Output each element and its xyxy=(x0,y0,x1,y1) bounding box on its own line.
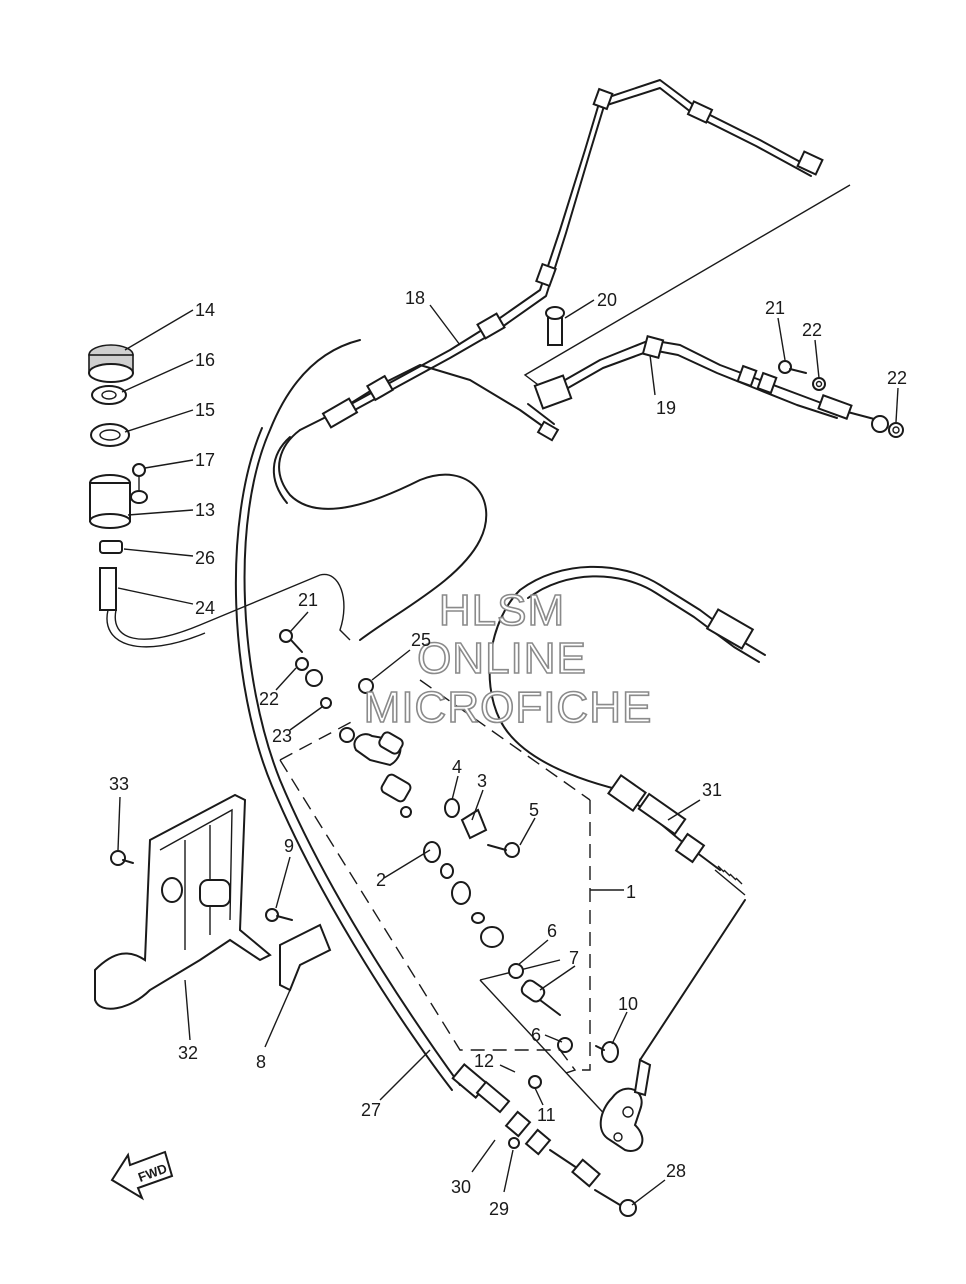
brake-hose-lower xyxy=(533,306,904,438)
callout-22a: 22 xyxy=(802,320,822,340)
brake-hose-upper xyxy=(272,79,824,641)
callout-25: 25 xyxy=(411,630,431,650)
watermark: HLSM ONLINE MICROFICHE xyxy=(363,585,653,733)
callout-3: 3 xyxy=(477,771,487,791)
watermark-line-3: MICROFICHE xyxy=(364,683,653,732)
callout-17: 17 xyxy=(195,450,215,470)
heel-guard xyxy=(94,793,332,1010)
reservoir-assembly xyxy=(88,344,351,648)
callout-26: 26 xyxy=(195,548,215,568)
cable-27-end xyxy=(451,1063,637,1217)
forward-arrow-icon: FWD xyxy=(110,1150,174,1201)
callout-8: 8 xyxy=(256,1052,266,1072)
callout-30: 30 xyxy=(451,1177,471,1197)
callout-18: 18 xyxy=(405,288,425,308)
callout-14: 14 xyxy=(195,300,215,320)
watermark-line-1: HLSM xyxy=(439,586,565,635)
callout-6a: 6 xyxy=(547,921,557,941)
callout-12: 12 xyxy=(474,1051,494,1071)
callout-31: 31 xyxy=(702,780,722,800)
callout-13: 13 xyxy=(195,500,215,520)
callout-11: 11 xyxy=(537,1105,556,1125)
callout-19: 19 xyxy=(656,398,676,418)
callout-28: 28 xyxy=(666,1161,686,1181)
master-cylinder xyxy=(279,629,619,1089)
callout-20: 20 xyxy=(597,290,617,310)
callout-5: 5 xyxy=(529,800,539,820)
callout-22c: 22 xyxy=(259,689,279,709)
callout-21b: 21 xyxy=(298,590,318,610)
callout-15: 15 xyxy=(195,400,215,420)
callout-labels: 1 2 3 4 5 6 6 7 8 9 10 11 12 13 14 15 16… xyxy=(109,288,907,1219)
callout-29: 29 xyxy=(489,1199,509,1219)
callout-27: 27 xyxy=(361,1100,381,1120)
callout-4: 4 xyxy=(452,757,462,777)
callout-7: 7 xyxy=(569,948,579,968)
cable-31-ends xyxy=(607,608,755,1061)
callout-33: 33 xyxy=(109,774,129,794)
callout-24: 24 xyxy=(195,598,215,618)
callout-6b: 6 xyxy=(531,1025,541,1045)
callout-23: 23 xyxy=(272,726,292,746)
callout-22b: 22 xyxy=(887,368,907,388)
callout-1: 1 xyxy=(626,882,636,902)
callout-2: 2 xyxy=(376,870,386,890)
watermark-line-2: ONLINE xyxy=(417,634,587,683)
leader-lines xyxy=(117,299,899,1206)
callout-10: 10 xyxy=(618,994,638,1014)
callout-9: 9 xyxy=(284,836,294,856)
callout-21a: 21 xyxy=(765,298,785,318)
brake-pedal-lever xyxy=(599,1058,652,1152)
callout-16: 16 xyxy=(195,350,215,370)
callout-32: 32 xyxy=(178,1043,198,1063)
